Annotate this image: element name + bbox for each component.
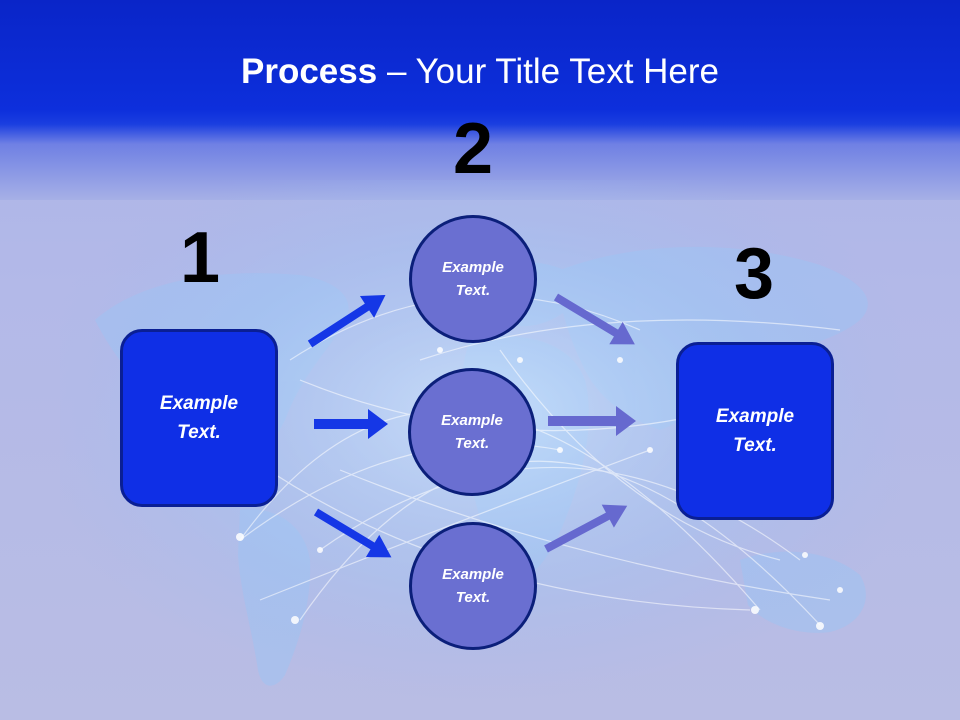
arrows-right	[544, 293, 636, 553]
left-box-text: Example Text.	[159, 393, 239, 443]
circle-top-text: Example Text.	[442, 259, 504, 299]
left-box: Example Text.	[120, 329, 278, 507]
arrow-left-middle	[314, 409, 388, 439]
step-number-1: 1	[179, 218, 221, 298]
title-rest: – Your Title Text Here	[377, 52, 719, 91]
right-box-text: Example Text.	[715, 406, 795, 456]
header-band	[0, 0, 960, 200]
slide-title: Process – Your Title Text Here	[0, 52, 960, 92]
arrow-right-top	[553, 293, 635, 345]
arrow-right-middle	[548, 406, 636, 436]
arrow-right-bottom	[544, 504, 628, 553]
step-number-3: 3	[733, 234, 775, 314]
circle-bottom: Example Text.	[409, 522, 537, 650]
right-box: Example Text.	[676, 342, 834, 520]
arrows-left	[307, 294, 392, 558]
circle-middle: Example Text.	[408, 368, 536, 496]
step-number-2: 2	[452, 109, 494, 189]
title-bold-word: Process	[241, 52, 378, 91]
circle-bottom-text: Example Text.	[442, 566, 504, 606]
arrow-left-bottom	[313, 508, 392, 558]
arrow-left-top	[307, 294, 386, 348]
circle-middle-text: Example Text.	[441, 412, 503, 452]
network-nodes	[236, 347, 843, 630]
circle-top: Example Text.	[409, 215, 537, 343]
